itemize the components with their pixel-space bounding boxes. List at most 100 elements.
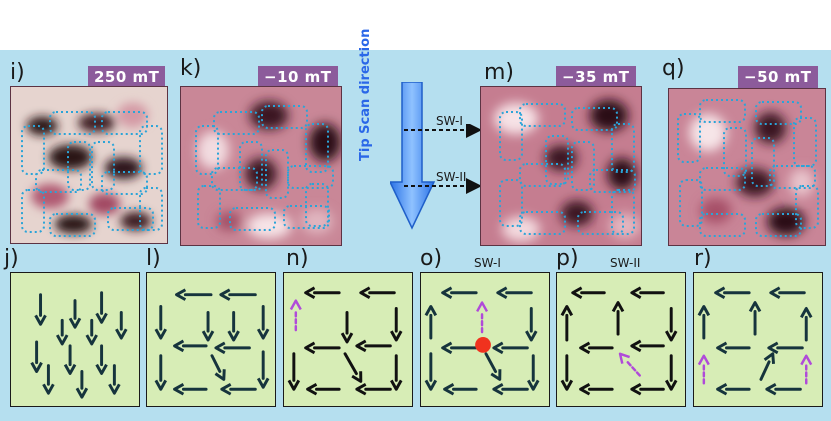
spin-config-l: [146, 272, 276, 407]
mfm-image-i: [10, 86, 168, 244]
arrow-head-icon: [665, 379, 678, 391]
arrow-head-icon: [351, 371, 363, 383]
panel-letter-o: o): [420, 246, 443, 271]
arrow-head-icon: [289, 299, 302, 311]
panel-letter-k: k): [180, 56, 202, 81]
arrow-head-icon: [618, 352, 631, 364]
field-label-i: 250 mT: [88, 66, 166, 88]
spin-arrows-p: [560, 286, 678, 396]
arrow-head-icon: [525, 330, 538, 342]
arrow-head-icon: [611, 301, 625, 313]
field-label-q: −50 mT: [738, 66, 818, 88]
scan-direction-label: Tip Scan direction: [358, 28, 373, 161]
arrow-head-icon: [95, 363, 108, 375]
arrow-head-icon: [227, 330, 240, 342]
arrow-head-icon: [390, 330, 403, 342]
arrow-head-icon: [800, 354, 813, 366]
mfm-image-k: [180, 86, 342, 246]
arrow-head-icon: [527, 379, 540, 391]
arrow-head-icon: [355, 383, 367, 396]
arrow-head-icon: [214, 341, 226, 355]
spin-arrow-icon: [343, 352, 358, 376]
caption-p: SW-II: [610, 256, 641, 270]
defect-dot: [475, 337, 491, 353]
arrow-head-icon: [424, 379, 438, 391]
field-label-k: −10 mT: [258, 66, 338, 88]
arrow-head-icon: [630, 383, 642, 396]
arrow-head-icon: [85, 334, 98, 346]
arrow-head-icon: [763, 352, 775, 364]
spin-config-o: [420, 272, 550, 407]
spin-arrows-j: [30, 291, 128, 399]
arrow-head-icon: [30, 361, 43, 373]
panel-letter-m: m): [484, 60, 515, 85]
arrow-head-icon: [42, 383, 55, 395]
mfm-image-m: [480, 86, 642, 246]
arrow-head-icon: [359, 286, 371, 299]
arrow-head-icon: [765, 383, 777, 396]
arrow-head-icon: [355, 339, 367, 353]
switched-spin-arrow-icon: [624, 359, 641, 377]
arrow-head-icon: [108, 383, 121, 395]
spin-config-p: [556, 272, 686, 407]
panel-letter-q: q): [662, 56, 685, 81]
arrow-head-icon: [800, 307, 813, 319]
arrow-head-icon: [571, 286, 583, 299]
arrow-head-icon: [443, 383, 455, 396]
scan-line-arrows: [404, 124, 482, 194]
arrow-head-icon: [154, 328, 167, 340]
arrow-head-icon: [697, 354, 710, 366]
spin-arrow-icon: [210, 354, 222, 373]
arrow-head-icon: [256, 328, 270, 340]
arrow-head-icon: [424, 305, 438, 317]
arrow-head-icon: [287, 379, 301, 391]
arrow-head-icon: [476, 301, 489, 313]
arrow-head-icon: [304, 341, 316, 355]
arrow-head-icon: [579, 341, 591, 355]
arrow-head-icon: [716, 383, 728, 396]
arrow-head-icon: [201, 330, 215, 342]
arrow-head-icon: [769, 286, 781, 299]
spin-arrows-r: [697, 286, 813, 396]
arrow-head-icon: [220, 383, 232, 396]
arrow-head-icon: [748, 301, 762, 313]
arrow-head-icon: [496, 286, 508, 299]
spin-arrows-n: [287, 286, 403, 396]
arrow-head-icon: [173, 339, 185, 353]
arrow-head-icon: [716, 341, 728, 355]
arrow-head-icon: [490, 369, 502, 381]
mfm-image-q: [668, 88, 826, 246]
arrow-head-icon: [340, 332, 354, 344]
arrow-head-icon: [492, 341, 504, 355]
arrow-head-icon: [154, 379, 167, 391]
panel-letter-j: j): [4, 246, 19, 271]
panel-letter-r: r): [694, 246, 712, 271]
arrow-head-icon: [55, 334, 69, 346]
spin-arrows-l: [154, 288, 270, 396]
arrow-head-icon: [390, 379, 403, 391]
arrow-head-icon: [697, 305, 711, 317]
arrow-head-icon: [665, 330, 678, 342]
spin-arrow-icon: [759, 360, 771, 381]
arrow-head-icon: [214, 369, 226, 381]
spin-config-n: [283, 272, 413, 407]
arrow-head-icon: [492, 383, 504, 396]
arrow-head-icon: [441, 341, 453, 355]
spin-arrow-icon: [484, 352, 498, 374]
arrow-head-icon: [714, 286, 726, 299]
arrow-head-icon: [63, 363, 77, 375]
sw1-scan-label: SW-I: [436, 114, 463, 128]
arrow-head-icon: [75, 387, 89, 399]
caption-o: SW-I: [474, 256, 501, 270]
arrow-head-icon: [256, 377, 270, 389]
arrow-head-icon: [306, 383, 318, 396]
arrow-head-icon: [173, 383, 185, 396]
arrow-head-icon: [68, 317, 82, 329]
panel-letter-l: l): [146, 246, 161, 271]
arrow-head-icon: [560, 305, 574, 317]
arrow-head-icon: [579, 383, 591, 396]
arrow-head-icon: [95, 312, 108, 324]
arrow-head-icon: [304, 286, 316, 299]
spin-config-j: [10, 272, 140, 407]
arrow-head-icon: [560, 379, 574, 391]
